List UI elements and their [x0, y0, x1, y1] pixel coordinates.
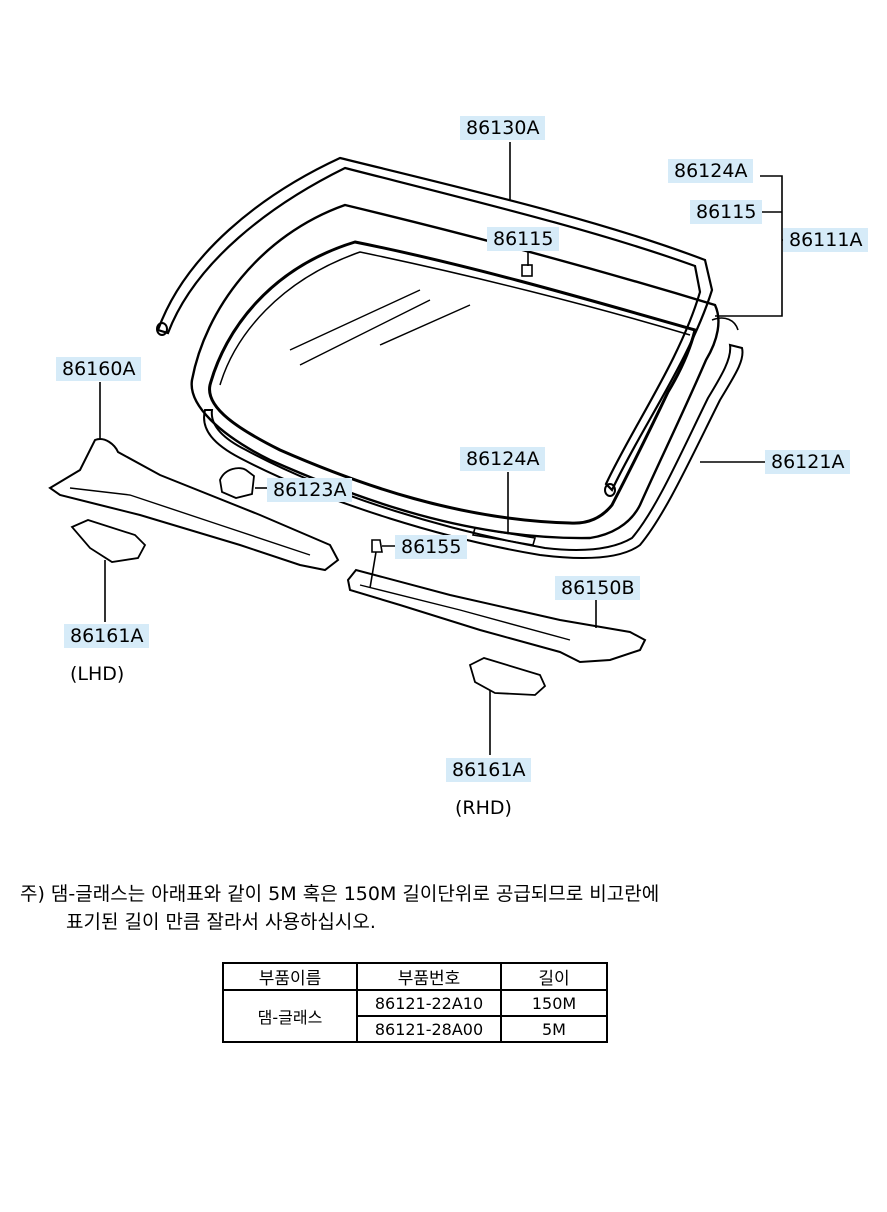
moulding-end-right — [604, 483, 616, 497]
header-part-name: 부품이름 — [222, 962, 358, 991]
table-row: 댐-글래스 86121-22A10 150M — [222, 989, 608, 1043]
cowl-panel-86160A — [48, 438, 340, 572]
dam-glass-parts-table: 부품이름 부품번호 길이 댐-글래스 86121-22A10 150M 8612… — [222, 962, 608, 1043]
callout-86115-right: 86115 — [690, 200, 763, 224]
cowl-panel-86160A-ridge — [69, 487, 311, 556]
header-part-no: 부품번호 — [356, 962, 502, 991]
callout-86150B: 86150B — [555, 576, 641, 600]
clip-86115 — [521, 264, 533, 277]
spacer-86124A — [471, 527, 537, 546]
moulding-end-left — [156, 322, 168, 336]
dam-glass-top — [711, 317, 739, 331]
callout-86123A: 86123A — [267, 478, 353, 502]
callout-86155: 86155 — [395, 535, 468, 559]
windshield-glass-inner — [208, 240, 697, 525]
variant-rhd-label: (RHD) — [455, 797, 512, 819]
note-line-2: 표기된 길이 만큼 잘라서 사용하십시오. — [66, 911, 376, 933]
callout-86161A-lhd: 86161A — [64, 624, 150, 648]
callout-86161A-rhd: 86161A — [446, 758, 532, 782]
note-line-1: 주) 댐-글래스는 아래표와 같이 5M 혹은 150M 길이단위로 공급되므로… — [20, 883, 660, 905]
cell-part-no: 86121-22A10 — [356, 989, 502, 1017]
callout-86124A-mid: 86124A — [460, 447, 546, 471]
table-header-row: 부품이름 부품번호 길이 — [222, 962, 608, 991]
cell-length: 5M — [500, 1015, 608, 1043]
bracket-86161A-rhd — [468, 657, 547, 696]
header-length: 길이 — [500, 962, 608, 991]
clip-86123A — [219, 467, 255, 499]
table-row: 86121-28A00 5M — [223, 1015, 608, 1043]
glass-reflection — [289, 289, 471, 366]
cowl-panel-86150B — [346, 568, 647, 664]
bracket-86161A-lhd — [70, 519, 147, 563]
cell-length: 150M — [500, 989, 608, 1017]
cell-part-name: 댐-글래스 — [222, 989, 358, 1043]
callout-86121A: 86121A — [765, 450, 851, 474]
callout-86111A: 86111A — [783, 228, 869, 252]
callout-86130A: 86130A — [460, 116, 546, 140]
callout-86115-center: 86115 — [487, 227, 560, 251]
dam-glass-86121A — [203, 343, 744, 559]
cell-part-no: 86121-28A00 — [356, 1015, 502, 1043]
callout-86124A-top: 86124A — [668, 159, 754, 183]
leader-86124A-top — [715, 175, 783, 317]
upper-moulding-86130A — [156, 156, 714, 492]
supply-note: 주) 댐-글래스는 아래표와 같이 5M 혹은 150M 길이단위로 공급되므로… — [20, 880, 659, 936]
cowl-panel-86150B-ridge — [359, 584, 571, 641]
glass-ceramic-band — [219, 251, 691, 386]
clip-86155 — [369, 539, 383, 589]
variant-lhd-label: (LHD) — [70, 663, 125, 685]
callout-86160A: 86160A — [56, 357, 142, 381]
